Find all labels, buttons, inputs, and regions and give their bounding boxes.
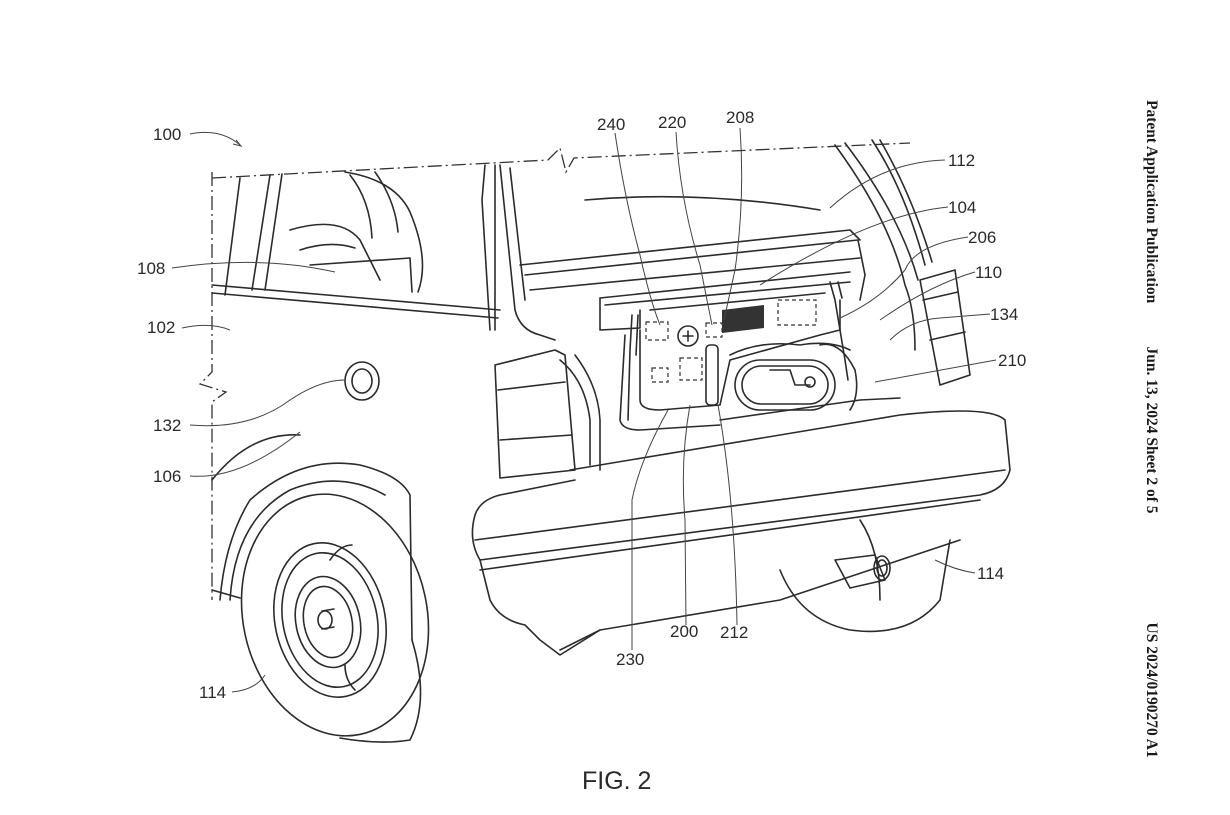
figure-label: FIG. 2 — [582, 767, 651, 795]
fuel-door — [344, 361, 380, 401]
ref-114-right: 114 — [977, 564, 1004, 583]
left-tail-light — [494, 349, 576, 479]
ref-220: 220 — [658, 113, 686, 132]
ref-200: 200 — [670, 622, 698, 641]
ref-114-left: 114 — [199, 683, 226, 702]
liftgate — [519, 195, 866, 306]
liftgate-opening-frame — [499, 139, 933, 471]
ref-112: 112 — [948, 151, 975, 170]
right-rear-wheel — [779, 519, 951, 633]
ref-230: 230 — [616, 650, 644, 669]
leader-lines — [171, 127, 997, 693]
vent-grille — [722, 305, 764, 333]
ref-240: 240 — [597, 115, 625, 134]
ref-106: 106 — [153, 467, 181, 486]
ref-100: 100 — [153, 125, 181, 144]
cargo-tank-assembly — [719, 342, 901, 421]
exhaust-tip — [834, 554, 891, 589]
patent-header: Patent Application Publication Jun. 13, … — [1122, 100, 1162, 800]
reference-numerals: 100 108 102 132 106 114 240 220 208 112 … — [137, 108, 1026, 702]
ref-210: 210 — [998, 351, 1026, 370]
publication-type: Patent Application Publication — [1143, 100, 1160, 304]
ref-212: 212 — [720, 623, 748, 642]
ref-134: 134 — [990, 305, 1018, 324]
ref-102: 102 — [147, 318, 175, 337]
right-tail-light — [919, 269, 971, 386]
publication-date-sheet: Jun. 13, 2024 Sheet 2 of 5 — [1143, 346, 1160, 514]
ref-104: 104 — [948, 198, 976, 217]
ref-132: 132 — [153, 416, 181, 435]
ref-108: 108 — [137, 259, 165, 278]
ref-206: 206 — [968, 228, 996, 247]
break-lines — [198, 142, 911, 600]
vehicle-side-body — [211, 164, 501, 331]
publication-number: US 2024/0190270 A1 — [1143, 622, 1160, 758]
rear-bumper — [471, 410, 1011, 656]
ref-110: 110 — [975, 263, 1002, 282]
ref-208: 208 — [726, 108, 754, 127]
cargo-component-housing — [599, 281, 849, 431]
left-rear-wheel — [211, 434, 430, 743]
